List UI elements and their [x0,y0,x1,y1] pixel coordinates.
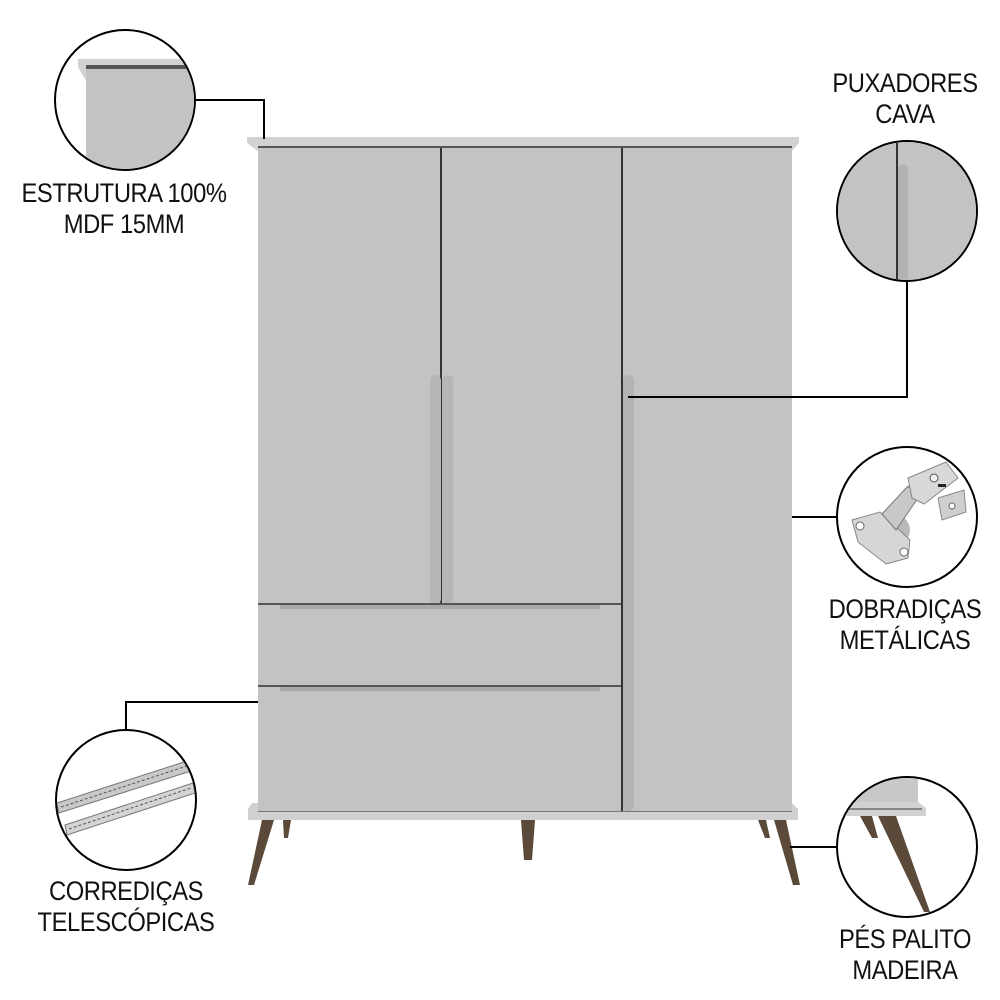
metal-hinge-icon [851,461,967,565]
connector-line-corredicas [125,701,258,703]
estrutura-detail-circle [54,29,196,171]
pes-label: PÉS PALITO MADEIRA [813,924,998,986]
connector-line-pes [790,846,838,848]
puxadores-detail-circle [836,140,978,282]
telescopic-slide-icon [57,760,195,836]
corredicas-label-line2: TELESCÓPICAS [37,907,215,937]
pes-label-line2: MADEIRA [852,955,958,985]
corredicas-detail-circle [55,729,197,871]
connector-line-dobradicas [792,516,837,518]
dobradicas-detail-circle [836,446,978,588]
corredicas-label: CORREDIÇAS TELESCÓPICAS [26,876,227,938]
connector-line-estrutura-v [263,99,265,139]
estrutura-label: ESTRUTURA 100% MDF 15MM [15,178,233,240]
connector-line-corredicas-v [125,701,127,731]
estrutura-label-line2: MDF 15MM [63,209,185,239]
pes-detail-circle [836,776,978,918]
connector-line-puxadores [628,396,908,398]
connector-line-puxadores-v [906,278,908,398]
wooden-leg-detail-icon [838,778,930,912]
estrutura-label-line1: ESTRUTURA 100% [21,178,227,208]
puxadores-label: PUXADORES CAVA [813,68,998,130]
pes-label-line1: PÉS PALITO [838,924,972,954]
corredicas-label-line1: CORREDIÇAS [48,876,204,906]
dobradicas-label-line2: METÁLICAS [839,625,971,655]
connector-line-estrutura [195,99,265,101]
dobradicas-label: DOBRADIÇAS METÁLICAS [813,594,998,656]
puxadores-label-line1: PUXADORES [832,68,978,98]
dobradicas-label-line1: DOBRADIÇAS [828,594,982,624]
cava-handle-detail-icon [838,142,976,280]
mdf-corner-detail-icon [78,59,194,169]
puxadores-label-line2: CAVA [875,99,935,129]
